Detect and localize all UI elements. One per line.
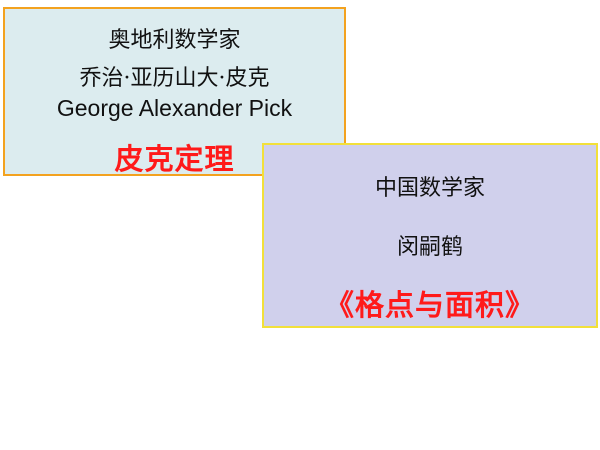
chinese-name: 乔治·亚历山大·皮克 [79,66,270,91]
nationality-title: 中国数学家 [374,176,485,201]
chinese-name: 闵嗣鹤 [396,235,463,260]
book-title: 《格点与面积》 [324,288,535,322]
nationality-title: 奥地利数学家 [108,28,241,53]
english-name: George Alexander Pick [56,95,293,121]
theorem-name: 皮克定理 [114,142,235,176]
pick-info-card: 奥地利数学家 乔治·亚历山大·皮克 George Alexander Pick … [3,7,346,176]
min-sihe-info-card: 中国数学家 闵嗣鹤 《格点与面积》 [262,143,598,328]
